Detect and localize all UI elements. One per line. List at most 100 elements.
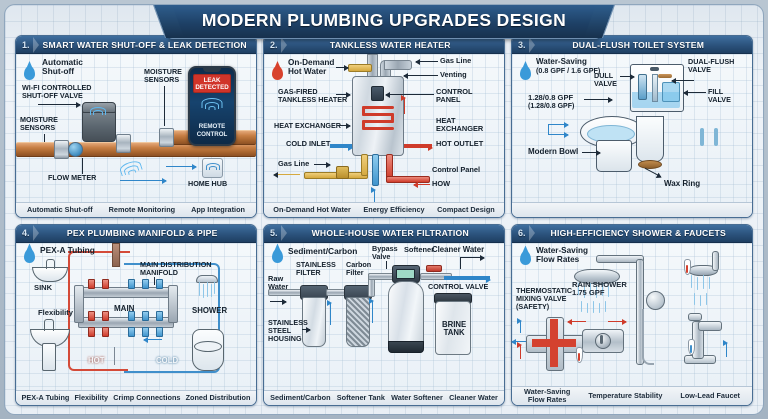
phone-notch bbox=[203, 68, 221, 72]
manifold-port-cold-8 bbox=[142, 326, 149, 337]
home-hub-label: HOME HUB bbox=[188, 179, 228, 188]
thermometer-red-icon bbox=[684, 258, 691, 275]
housing-line2: STEEL bbox=[268, 325, 292, 335]
chevron-right-icon bbox=[280, 225, 287, 241]
dual-flush-valve-label: DUAL-FLUSH VALVE bbox=[688, 57, 734, 74]
moisture-left-pointer bbox=[44, 134, 45, 142]
fill-valve-body bbox=[662, 82, 680, 102]
manifold-port-cold-1 bbox=[128, 278, 135, 289]
panel-shower-faucets[interactable]: 6. HIGH-EFFICIENCY SHOWER & FAUCETS bbox=[511, 223, 753, 406]
pipe-coupler-mid bbox=[116, 134, 131, 153]
panel-5-title: WHOLE-HOUSE WATER FILTRATION bbox=[311, 228, 469, 238]
panel-1-footer-item-2: App Integration bbox=[191, 204, 245, 214]
panel-3-number: 3. bbox=[518, 39, 526, 50]
moisture-left-line1: MOISTURE bbox=[20, 115, 58, 124]
hot-outlet-label: HOT OUTLET bbox=[436, 139, 484, 148]
phone-caption: REMOTE CONTROL bbox=[190, 123, 234, 138]
drop-label-line1: Water-Saving bbox=[536, 245, 589, 255]
gas-fired-pointer bbox=[336, 92, 351, 98]
stainless-filter-label: STAINLESS FILTER bbox=[296, 259, 336, 277]
carbon-filter-label: Carbon Filter bbox=[346, 260, 371, 277]
panel-5-body: BRINE TANK Sediment/Carbon Raw Water STA… bbox=[264, 242, 504, 390]
tmv-line1: THERMOSTATIC bbox=[516, 285, 573, 295]
wall-fixture-1 bbox=[700, 128, 704, 146]
brine-tank-label: BRINE TANK bbox=[442, 319, 467, 338]
dull-valve-line2: VALVE bbox=[594, 79, 617, 89]
softener-label: Softener bbox=[404, 244, 434, 254]
manifold-pointer bbox=[154, 276, 155, 285]
cold-inlet-pipe bbox=[372, 154, 379, 186]
water-drop-icon bbox=[520, 250, 531, 265]
panel-dual-flush-toilet[interactable]: 3. DUAL-FLUSH TOILET SYSTEM bbox=[511, 35, 753, 218]
panel-1-footer-item-0: Automatic Shut-off bbox=[26, 204, 93, 214]
leak-alert-badge: LEAK DETECTED bbox=[193, 74, 231, 94]
sink-label: SINK bbox=[34, 282, 53, 292]
gas-flow-arrow bbox=[273, 172, 300, 178]
valve-wifi-icon bbox=[90, 107, 106, 117]
gas-valve-knob bbox=[336, 166, 349, 179]
smartphone-app[interactable]: LEAK DETECTED REMOTE CONTROL bbox=[188, 66, 236, 146]
panel-pex-manifold[interactable]: 4. PEX PLUMBING MANIFOLD & PIPE bbox=[15, 223, 257, 406]
raw-water-line2: Water bbox=[268, 281, 289, 291]
panel-6-footer-item-0-line2: Flow Rates bbox=[527, 395, 567, 404]
panel-2-number: 2. bbox=[270, 39, 278, 50]
brine-line1: BRINE bbox=[442, 319, 467, 329]
fill-valve-line1: FILL bbox=[708, 87, 724, 96]
handheld-shower-head bbox=[646, 290, 665, 310]
tmv-line2: MIXING VALVE bbox=[516, 293, 567, 303]
control-panel-label: CONTROL PANEL bbox=[436, 87, 473, 105]
drop-label-line2: Hot Water bbox=[288, 67, 327, 77]
tmv-line3: (SAFETY) bbox=[516, 301, 550, 311]
control-panel-line2: PANEL bbox=[436, 95, 461, 105]
vent-horizontal bbox=[384, 60, 412, 70]
flow-meter-pointer bbox=[82, 158, 83, 174]
drop-label-line1: On-Demand bbox=[288, 58, 335, 67]
gas-line-bottom-label: Gas Line bbox=[278, 159, 310, 168]
toilet-seat bbox=[194, 340, 222, 352]
dull-valve-line1: DULL bbox=[594, 71, 614, 80]
water-drop-icon bbox=[272, 248, 283, 263]
fill-valve-pointer bbox=[683, 90, 706, 96]
mixer-lever bbox=[600, 334, 603, 344]
bypass-valve-line1: Bypass bbox=[372, 243, 398, 253]
panel-3-title: DUAL-FLUSH TOILET SYSTEM bbox=[572, 39, 705, 50]
cleaner-water-label: Cleaner Water bbox=[432, 244, 485, 254]
panel-2-title: TANKLESS WATER HEATER bbox=[329, 39, 451, 50]
hub-wifi-icon bbox=[205, 163, 220, 172]
panel-6-footer-item-0: Water-Saving Flow Rates bbox=[524, 388, 570, 403]
flexibility-label: Flexibility bbox=[38, 307, 74, 317]
manifold-port-hot-2 bbox=[102, 278, 109, 289]
phone-caption-line1: REMOTE bbox=[198, 123, 226, 131]
gas-riser bbox=[361, 154, 368, 176]
bypass-valve-label: Bypass Valve bbox=[372, 243, 398, 261]
panel-6-number: 6. bbox=[518, 228, 526, 238]
heat-exchanger-right-label: HEAT EXCHANGER bbox=[436, 116, 483, 134]
chevron-right-icon bbox=[280, 36, 287, 53]
manifold-port-hot-3 bbox=[88, 310, 95, 321]
stainless-filter-housing bbox=[302, 296, 326, 347]
moisture-sensors-left-label: MOISTURE SENSORS bbox=[20, 115, 58, 133]
control-panel-display bbox=[371, 86, 384, 101]
panel-water-filtration[interactable]: 5. WHOLE-HOUSE WATER FILTRATION bbox=[263, 223, 505, 406]
gpf-pointer bbox=[584, 97, 613, 103]
manifold-port-hot-6 bbox=[102, 326, 109, 337]
gas-fired-heater-label: GAS-FIRED TANKLESS HEATER bbox=[278, 87, 347, 104]
manifold-port-cold-6 bbox=[156, 310, 163, 321]
sink-faucet-top bbox=[46, 258, 55, 269]
panel-smart-shutoff[interactable]: 1. SMART WATER SHUT-OFF & LEAK DETECTION bbox=[15, 35, 257, 218]
secondary-shower-spray bbox=[690, 274, 716, 309]
drop-label-line2: Flow Rates bbox=[536, 254, 580, 264]
panel-3-footer bbox=[512, 201, 752, 217]
moisture-right-pointer bbox=[164, 86, 165, 126]
moisture-left-line2: SENSORS bbox=[20, 123, 56, 133]
stainless-filter-line1: STAINLESS bbox=[296, 259, 336, 269]
toilet-trapway bbox=[636, 116, 664, 162]
chevron-right-icon bbox=[32, 225, 39, 241]
how-label: HOW bbox=[432, 179, 451, 188]
panel-6-body: Water-Saving Flow Rates THERMOSTATIC MIX… bbox=[512, 242, 752, 386]
tmv-hot-path-h bbox=[532, 338, 576, 347]
panel-4-footer: PEX-A Tubing Flexibility Crimp Connectio… bbox=[16, 390, 256, 405]
water-drop-icon bbox=[520, 66, 531, 80]
panel-grid: 1. SMART WATER SHUT-OFF & LEAK DETECTION bbox=[15, 35, 753, 406]
panel-tankless-heater[interactable]: 2. TANKLESS WATER HEATER bbox=[263, 35, 505, 218]
